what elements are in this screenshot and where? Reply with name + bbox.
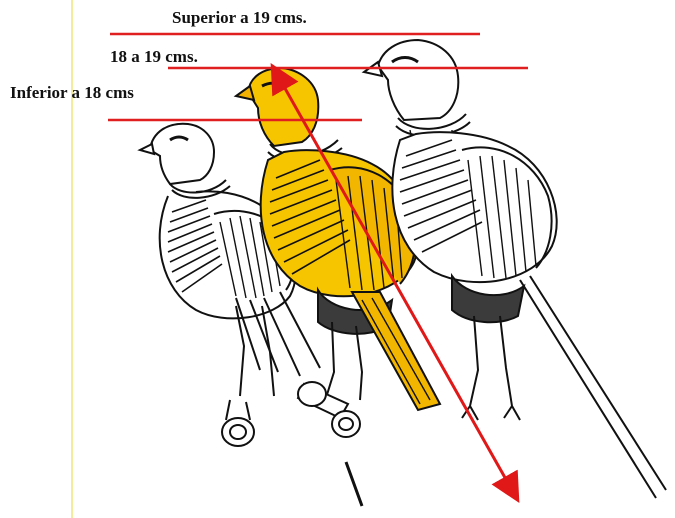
label-superior: Superior a 19 cms. <box>172 9 307 26</box>
label-middle: 18 a 19 cms. <box>110 48 198 65</box>
label-inferior: Inferior a 18 cms <box>10 84 134 101</box>
